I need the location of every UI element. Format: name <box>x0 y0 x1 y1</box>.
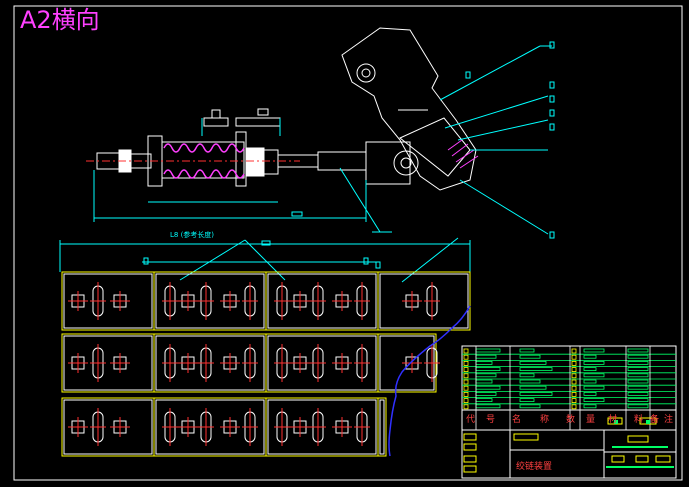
part-leaders <box>339 41 555 239</box>
title-block-green-marks <box>606 420 674 468</box>
plate-tile[interactable] <box>265 333 379 393</box>
plate-tile[interactable] <box>61 333 155 393</box>
parts-list-row <box>462 385 676 392</box>
parts-list-row <box>462 360 676 368</box>
plate-tile[interactable] <box>265 397 379 457</box>
plan-dimension-label: L8 (参考长度) <box>170 230 214 239</box>
parts-header-cell: 数 <box>566 415 576 425</box>
assembly-elevation-view[interactable] <box>86 27 555 239</box>
plate-tile[interactable] <box>265 271 379 331</box>
parts-header-cell: 名 <box>512 415 522 425</box>
hinge-section-hatch <box>447 139 479 169</box>
parts-header-cell: 称 <box>540 415 550 425</box>
plate-tile[interactable] <box>377 271 471 331</box>
title-block-yellow-marks <box>463 417 671 473</box>
parts-list-row <box>462 404 676 411</box>
spring-coils <box>163 143 245 179</box>
dim-tick <box>375 261 381 269</box>
plate-tile[interactable] <box>377 333 440 393</box>
plate-tile[interactable] <box>153 271 267 331</box>
assembly-dimensions <box>93 118 367 222</box>
plate-tile[interactable] <box>61 271 155 331</box>
parts-list-row <box>462 391 676 399</box>
plate-tile[interactable] <box>153 397 267 457</box>
dim-tick <box>143 257 149 265</box>
parts-header-cell: 号 <box>486 415 496 425</box>
plan-view[interactable]: L8 (参考长度) <box>59 230 471 457</box>
clevis-linkage[interactable] <box>341 27 477 191</box>
plate-tile[interactable] <box>377 397 387 457</box>
parts-header-cell: 量 <box>586 415 596 425</box>
sheet-border <box>13 5 683 481</box>
plate-grid[interactable] <box>61 257 471 457</box>
parts-list-row <box>462 348 676 355</box>
parts-header-cell: 材 <box>608 415 618 425</box>
parts-header-cell: 料 <box>634 415 644 425</box>
break-line <box>388 305 471 457</box>
sheet-size-tag: A2横向 <box>20 6 100 34</box>
plate-tile[interactable] <box>61 397 155 457</box>
parts-list-row <box>462 354 676 361</box>
parts-list-row <box>462 379 676 386</box>
title-block-cells <box>462 429 676 478</box>
parts-header-cell: 代 <box>466 415 476 425</box>
dim-tick <box>363 257 369 265</box>
parts-list-row <box>462 398 676 405</box>
parts-header-cell: 注 <box>664 415 674 425</box>
parts-header-cell: 备 <box>650 415 660 425</box>
parts-list-row <box>462 367 676 374</box>
parts-list-rows <box>462 346 676 430</box>
drawing-name: 绞链装置 <box>516 462 553 472</box>
parts-list-row <box>462 373 676 380</box>
plan-dimensions <box>59 237 471 283</box>
plate-tile[interactable] <box>153 333 267 393</box>
spring-rod-assembly[interactable] <box>86 108 367 187</box>
title-block[interactable] <box>461 345 677 479</box>
